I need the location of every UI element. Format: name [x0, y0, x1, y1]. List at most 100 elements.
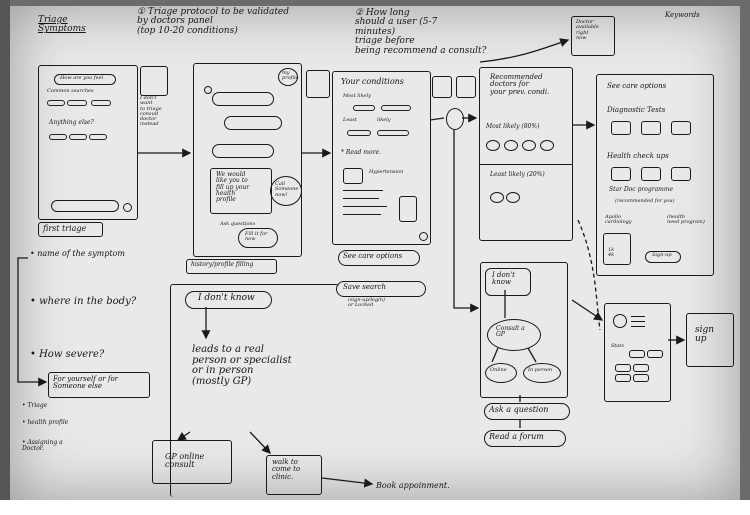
- profile-caption: history/profile filling: [186, 259, 277, 274]
- screen-profile-filling: my profile We would like you to fill up …: [193, 63, 302, 257]
- consult-gp-node[interactable]: Consult a GP: [487, 319, 541, 351]
- stat-chip: [615, 364, 631, 372]
- text-line: [343, 206, 387, 207]
- ask-question-label: Ask a question: [489, 406, 548, 414]
- hypertension-link[interactable]: Hypertension: [369, 170, 403, 175]
- screen-recommended-doctors: Recommended doctors for your prev. condi…: [479, 67, 573, 241]
- doctor-avatar[interactable]: [522, 140, 536, 151]
- apollo-label: Apollo cardiology: [605, 215, 632, 226]
- stat-chip: [647, 350, 663, 358]
- stats-label: Stats: [611, 344, 624, 349]
- note-body: • where in the body?: [30, 297, 136, 308]
- see-care-options-button[interactable]: See care options: [338, 250, 420, 266]
- doctor-avatar[interactable]: [486, 140, 500, 151]
- page-title: Triage Symptoms: [38, 16, 86, 35]
- checkup-card[interactable]: [671, 167, 691, 181]
- text-line: [631, 326, 645, 327]
- divider: [480, 164, 572, 165]
- first-triage-label: first triage: [43, 225, 86, 233]
- read-forum-button[interactable]: Read a forum: [484, 430, 566, 447]
- symptom-chip[interactable]: [69, 134, 87, 140]
- for-whom-label: For yourself or for Someone else: [53, 376, 118, 391]
- search-chip[interactable]: [67, 100, 87, 106]
- ask-question-button[interactable]: Ask a question: [484, 403, 570, 420]
- screen-doctor-profile: Stats: [604, 303, 671, 402]
- doctor-avatar[interactable]: [506, 192, 520, 203]
- star-doc-label: Star Doc programme: [609, 187, 673, 193]
- fill-it-label: Fill it for now: [245, 232, 267, 243]
- how-are-you-input[interactable]: How are you feel: [54, 74, 116, 85]
- condition-chip[interactable]: [381, 105, 411, 111]
- decision-node: [446, 108, 464, 130]
- signup-button[interactable]: Sign-up: [645, 251, 681, 263]
- message-bubble: [224, 116, 282, 130]
- stat-chip: [633, 374, 649, 382]
- signup-label: sign up: [695, 326, 714, 345]
- search-chip[interactable]: [91, 100, 111, 106]
- care-options-title: See care options: [607, 83, 666, 90]
- fill-it-button[interactable]: Fill it for now: [238, 228, 278, 248]
- symptom-input[interactable]: [51, 200, 119, 212]
- radio-icon[interactable]: [204, 86, 212, 94]
- doctor-avatar[interactable]: [540, 140, 554, 151]
- walk-to-clinic-node[interactable]: walk to come to clinic.: [266, 455, 322, 495]
- test-card[interactable]: [611, 121, 631, 135]
- most-likely-label: Most likely (80%): [486, 124, 539, 130]
- dont-triage-note: I don't want to triage consult doctor in…: [140, 96, 162, 128]
- next-button[interactable]: [123, 203, 132, 212]
- save-search-button[interactable]: Save search: [336, 281, 426, 297]
- symptom-chip[interactable]: [49, 134, 67, 140]
- book-appointment-note: Book appoinment.: [376, 482, 450, 490]
- condition-chip[interactable]: [377, 130, 409, 136]
- test-card[interactable]: [671, 121, 691, 135]
- for-whom-box: For yourself or for Someone else: [48, 372, 150, 398]
- stat-chip: [629, 350, 645, 358]
- symptom-chip[interactable]: [89, 134, 107, 140]
- message-bubble: [212, 92, 274, 106]
- condition-chip[interactable]: [347, 130, 371, 136]
- read-more-link[interactable]: * Read more.: [341, 150, 381, 156]
- conditions-title: Your conditions: [341, 78, 404, 86]
- anything-else-label: Anything else?: [49, 120, 94, 126]
- least-likely-label: Least likely (20%): [490, 172, 545, 178]
- walk-to-clinic-label: walk to come to clinic.: [272, 459, 300, 481]
- health-need-note: (health need program): [667, 215, 705, 226]
- next-button[interactable]: [419, 232, 428, 241]
- signup-screen[interactable]: sign up: [686, 313, 734, 367]
- doctor-available-label: Doctor available right now: [576, 20, 599, 41]
- checkup-card[interactable]: [611, 167, 631, 181]
- image-placeholder: [399, 196, 417, 222]
- save-search-label: Save search: [343, 284, 386, 291]
- in-person-node[interactable]: In person: [523, 363, 561, 383]
- doctor-avatar: [613, 314, 627, 328]
- dont-know-node[interactable]: I don't know: [485, 268, 531, 296]
- leads-to-real-person-note: leads to a real person or specialist or …: [192, 345, 292, 387]
- common-searches-label: Common searches: [47, 89, 94, 94]
- test-card[interactable]: [641, 121, 661, 135]
- doctor-avatar[interactable]: [490, 192, 504, 203]
- signup-button-label: Sign-up: [652, 253, 672, 258]
- online-label: Online: [490, 368, 507, 373]
- condition-chip[interactable]: [353, 105, 375, 111]
- signup-login-note: (sign-up/login) or Locked: [348, 298, 385, 309]
- gp-online-node[interactable]: GP online consult: [152, 440, 232, 484]
- search-chip[interactable]: [47, 100, 65, 106]
- in-person-label: In person: [528, 368, 552, 373]
- ask-questions-link[interactable]: Ask questions: [220, 222, 255, 227]
- dont-know-node[interactable]: I don't know: [185, 291, 272, 309]
- note-severity: • How severe?: [30, 350, 104, 361]
- note-health-profile: • health profile: [22, 420, 68, 426]
- online-node[interactable]: Online: [485, 363, 517, 383]
- likely-label: likely: [377, 118, 391, 123]
- my-profile-badge[interactable]: my profile: [278, 68, 298, 86]
- checkup-card[interactable]: [641, 167, 661, 181]
- doctor-avatar[interactable]: [504, 140, 518, 151]
- article-thumbnail: [343, 168, 363, 184]
- icon-sketch: [456, 76, 476, 98]
- text-line: [343, 214, 381, 215]
- screen-first-triage: How are you feel Common searches Anythin…: [38, 65, 138, 220]
- message-bubble: [212, 144, 274, 158]
- see-care-options-label: See care options: [343, 253, 402, 260]
- call-someone-bubble[interactable]: Call Someone now!: [270, 176, 302, 206]
- screen-your-conditions: Your conditions Most likely Least likely…: [332, 71, 431, 245]
